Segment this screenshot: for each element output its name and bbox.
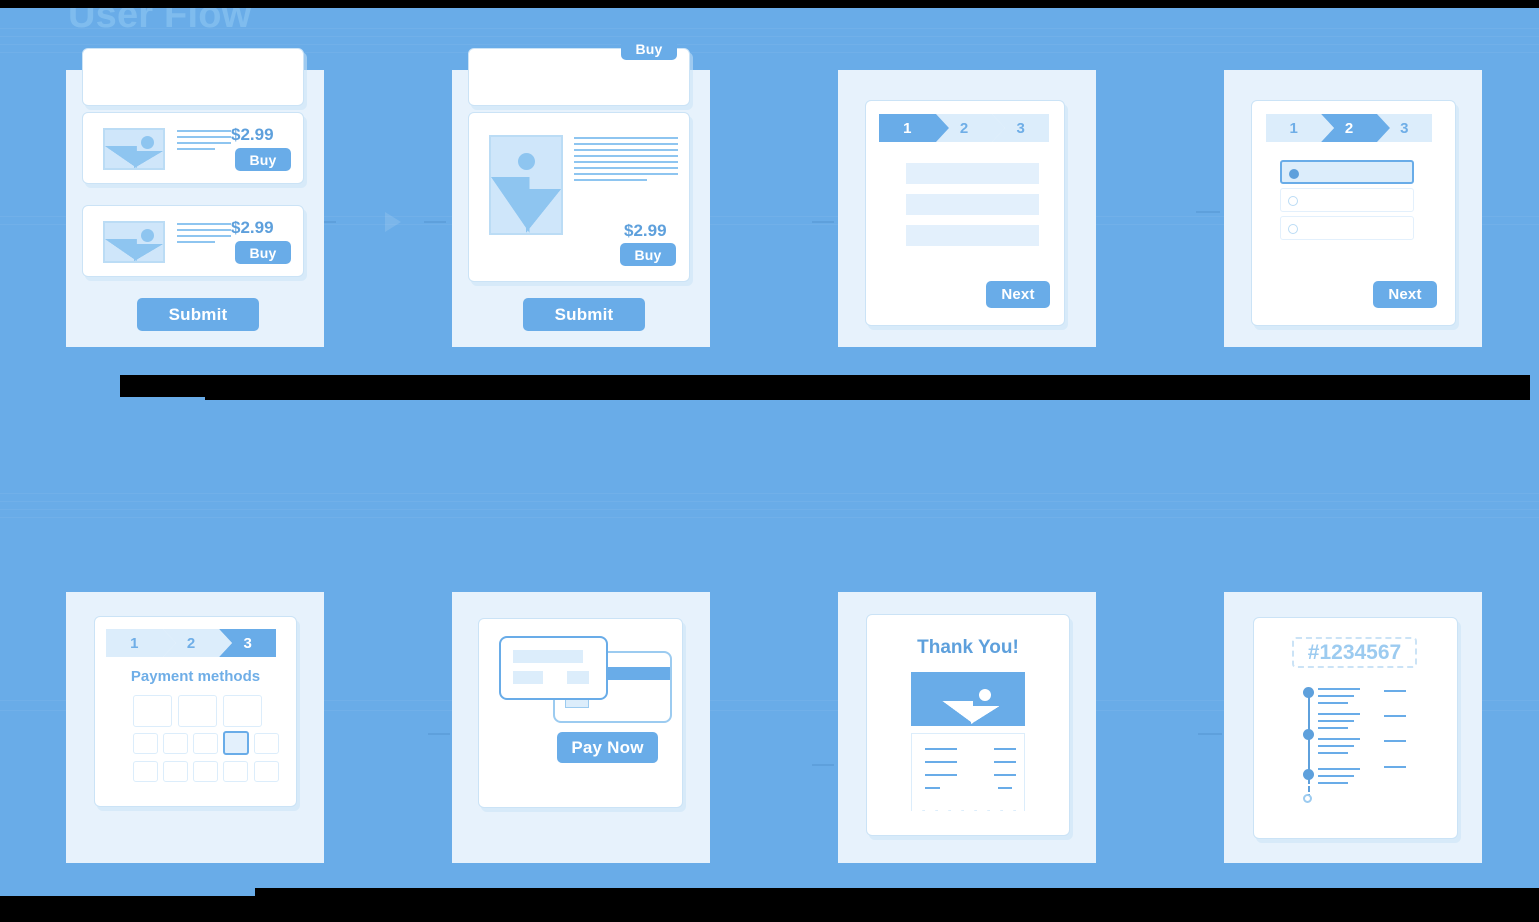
text-lines <box>177 130 231 154</box>
receipt-zigzag-icon <box>912 809 1024 820</box>
thank-you-heading: Thank You! <box>917 637 1019 658</box>
item-price: $2.99 <box>231 218 274 237</box>
redaction-band-bottom <box>0 896 1539 922</box>
screen-thank-you[interactable]: Thank You! <box>838 592 1096 863</box>
radio-unselected-icon <box>1288 224 1298 234</box>
screen-checkout-step-1[interactable]: 1 2 3 Next <box>838 70 1096 347</box>
payment-option-small[interactable] <box>133 733 158 754</box>
radio-option-1[interactable] <box>1280 160 1414 184</box>
redaction-band-bottom-upper <box>255 888 1539 898</box>
product-detail-card[interactable]: $2.99 Buy <box>468 112 690 282</box>
text-lines <box>177 223 231 247</box>
payment-option-small[interactable] <box>193 761 218 782</box>
screen-checkout-step-2[interactable]: 1 2 3 Next <box>1224 70 1482 347</box>
form-field-1[interactable] <box>906 163 1039 184</box>
screen-order-tracking[interactable]: #1234567 <box>1224 592 1482 863</box>
payment-option-small[interactable] <box>254 733 279 754</box>
payment-option-small[interactable] <box>254 761 279 782</box>
confirmation-panel: Thank You! <box>866 614 1070 836</box>
payment-methods-heading: Payment methods <box>130 668 261 685</box>
step-indicator: 1 2 3 <box>879 114 1050 142</box>
screen-product-list[interactable]: $2.99 Buy $2.99 Buy Submit <box>66 48 324 347</box>
payment-option-large[interactable] <box>223 695 262 727</box>
item-price: $2.99 <box>624 221 667 240</box>
form-field-3[interactable] <box>906 225 1039 246</box>
image-placeholder-icon <box>489 135 563 235</box>
step-1[interactable]: 1 <box>106 629 176 657</box>
list-item[interactable]: $2.99 Buy <box>82 112 304 184</box>
payment-option-small[interactable] <box>163 733 188 754</box>
radio-option-2[interactable] <box>1280 188 1414 212</box>
next-button[interactable]: Next <box>1373 281 1437 308</box>
card-panel: Pay Now <box>478 618 683 808</box>
redaction-band-top <box>0 0 1539 8</box>
step-indicator: 1 2 3 <box>106 629 277 657</box>
pay-now-button[interactable]: Pay Now <box>557 732 658 763</box>
payment-option-small[interactable] <box>223 761 248 782</box>
buy-button[interactable]: Buy <box>235 148 291 171</box>
payment-option-small[interactable] <box>163 761 188 782</box>
item-price: $2.99 <box>231 125 274 144</box>
radio-selected-icon <box>1289 169 1299 179</box>
buy-button[interactable]: Buy <box>620 243 676 266</box>
payment-option-small[interactable] <box>133 761 158 782</box>
receipt-body <box>911 733 1025 820</box>
screen-pay-now[interactable]: Pay Now <box>452 592 710 863</box>
tracking-panel: #1234567 <box>1253 617 1458 839</box>
redaction-band-middle <box>120 375 1530 397</box>
payment-option-small[interactable] <box>193 733 218 754</box>
buy-button[interactable]: Buy <box>235 241 291 264</box>
order-number: #1234567 <box>1292 637 1417 668</box>
form-field-2[interactable] <box>906 194 1039 215</box>
wizard-panel: 1 2 3 Next <box>865 100 1065 326</box>
screen-payment-methods[interactable]: 1 2 3 Payment methods <box>66 592 324 863</box>
image-placeholder-icon <box>103 128 165 170</box>
next-button[interactable]: Next <box>986 281 1050 308</box>
list-item[interactable]: $2.99 Buy <box>82 205 304 277</box>
screen-product-detail[interactable]: Buy $2.99 Buy Submit <box>452 37 710 347</box>
step-1[interactable]: 1 <box>879 114 949 142</box>
payment-option-large[interactable] <box>133 695 172 727</box>
step-1[interactable]: 1 <box>1266 114 1335 142</box>
list-item[interactable] <box>82 48 304 106</box>
radio-option-3[interactable] <box>1280 216 1414 240</box>
radio-unselected-icon <box>1288 196 1298 206</box>
image-placeholder-icon <box>103 221 165 263</box>
redaction-band-middle-lower <box>205 392 1530 400</box>
step-indicator: 1 2 3 <box>1266 114 1432 142</box>
credit-card-front-icon <box>499 636 608 700</box>
wizard-panel: 1 2 3 Payment methods <box>94 616 297 807</box>
wizard-panel: 1 2 3 Next <box>1251 100 1456 326</box>
list-item[interactable]: Buy <box>468 37 690 106</box>
payment-option-small-selected[interactable] <box>223 731 249 755</box>
text-lines <box>574 137 678 185</box>
payment-option-large[interactable] <box>178 695 217 727</box>
receipt-image-icon <box>911 672 1025 726</box>
submit-button[interactable]: Submit <box>137 298 259 331</box>
buy-button[interactable]: Buy <box>621 37 677 60</box>
submit-button[interactable]: Submit <box>523 298 645 331</box>
